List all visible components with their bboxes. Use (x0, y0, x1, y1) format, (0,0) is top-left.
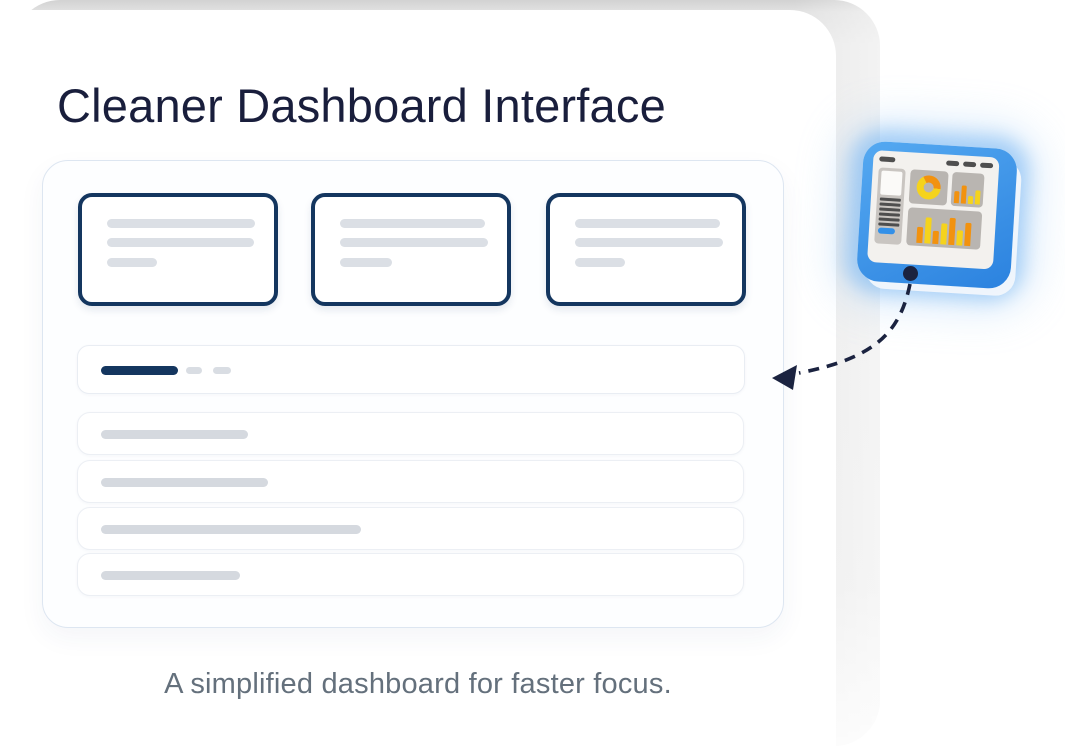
skeleton-line (101, 525, 361, 534)
small-bar-chart-icon (950, 171, 985, 208)
chart-bar (953, 191, 960, 204)
chart-bar (974, 190, 981, 205)
tablet-screen (867, 150, 1000, 270)
stat-card (546, 193, 746, 306)
stat-card (78, 193, 278, 306)
sidebar-line (878, 212, 901, 217)
donut-chart-icon (915, 174, 942, 201)
skeleton-line (575, 219, 720, 228)
dashboard-mockup (42, 160, 784, 628)
tablet-content (874, 167, 992, 250)
menu-bar-icon (879, 156, 896, 163)
sidebar-line (879, 202, 901, 207)
skeleton-line (107, 258, 157, 267)
sidebar-line (878, 222, 900, 227)
chart-bar (932, 230, 940, 245)
chart-bar (924, 217, 932, 244)
tablet-topbar (879, 156, 994, 169)
list-row (77, 460, 744, 503)
chart-bar (956, 230, 964, 246)
chart-bar (940, 223, 948, 245)
sidebar-line (879, 197, 901, 202)
skeleton-line (340, 219, 485, 228)
sidebar-thumbnail (880, 170, 903, 196)
tab-pill-inactive (186, 367, 202, 374)
skeleton-line (101, 430, 248, 439)
skeleton-line (101, 478, 268, 487)
chart-bar (964, 222, 972, 247)
donut-chart-card (908, 169, 949, 206)
sidebar-line (878, 217, 900, 222)
topbar-pills (946, 160, 994, 169)
big-bar-chart-icon (906, 207, 983, 250)
dashboard-tablet-icon (855, 140, 1019, 290)
skeleton-line (575, 238, 723, 247)
connector-dot (903, 266, 918, 281)
tablet-sidebar (874, 167, 906, 245)
topbar-pill (979, 162, 994, 169)
chart-bar (967, 195, 974, 205)
skeleton-line (107, 219, 255, 228)
feature-card: Cleaner Dashboard Interface (0, 10, 836, 746)
sidebar-line (879, 207, 901, 212)
skeleton-line (340, 258, 392, 267)
tab-bar (77, 345, 745, 394)
skeleton-line (340, 238, 488, 247)
chart-bar (916, 226, 924, 244)
sidebar-button (877, 227, 896, 235)
stat-card (311, 193, 511, 306)
tab-pill-inactive (213, 367, 231, 374)
tab-pill-active (101, 366, 178, 375)
topbar-pill (946, 160, 960, 167)
list-row (77, 412, 744, 455)
chart-bar (960, 185, 967, 204)
topbar-pill (963, 161, 977, 168)
list-row (77, 507, 744, 550)
tablet-bezel (855, 140, 1019, 290)
charts-panel (906, 169, 985, 250)
list-row (77, 553, 744, 596)
caption-text: A simplified dashboard for faster focus. (164, 668, 672, 700)
skeleton-line (575, 258, 625, 267)
skeleton-line (107, 238, 254, 247)
page-title: Cleaner Dashboard Interface (57, 79, 666, 132)
chart-bar (948, 217, 956, 246)
sidebar-lines (878, 197, 901, 227)
skeleton-line (101, 571, 240, 580)
